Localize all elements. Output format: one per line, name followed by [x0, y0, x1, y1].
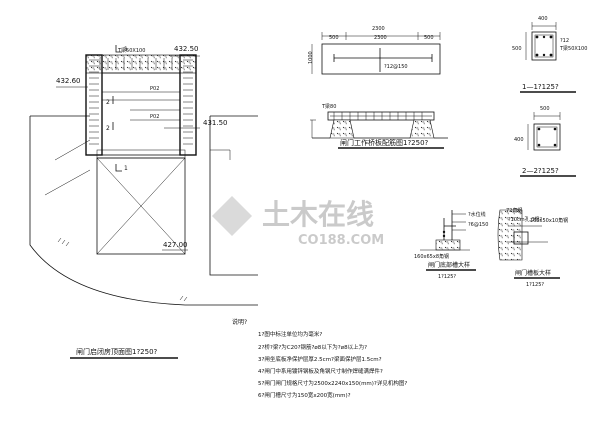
notes-list: 1?图中标注单位均为毫米? 2?桥?梁?为C20?钢筋?ø8以下为?ø8以上为?…	[258, 330, 407, 399]
beam-height-dim: 1000	[308, 51, 314, 64]
beam-sub-label: T梁80	[321, 103, 336, 110]
watermark-logo	[212, 196, 252, 236]
side-detail-title: 闸门槽板大样	[515, 269, 551, 277]
side-label-angle160: 160x50x10角钢	[530, 217, 568, 224]
slot-label-angle: 160x65x8角钢	[414, 253, 449, 260]
section-2-2	[527, 112, 561, 151]
beam-detail-title: 闸门工作桥板配筋图1?250?	[340, 138, 429, 147]
plan-beam-label: T梁50X100	[117, 47, 145, 54]
notes-heading: 说明?	[232, 318, 247, 326]
section-mark-1-top: 1	[124, 46, 128, 53]
elev-right: 431.50	[203, 119, 228, 127]
plan-view	[29, 45, 258, 306]
s1-dim-height: 500	[512, 46, 522, 52]
slot-label-water: ?水位线	[468, 211, 486, 218]
s2-dim-height: 400	[514, 137, 524, 143]
watermark: 土木在线 CO188.COM	[212, 196, 384, 248]
beam-dim-mid: 2300	[374, 35, 387, 41]
beam-dim-left: 500	[329, 35, 339, 41]
note-item: 1?图中标注单位均为毫米?	[258, 330, 322, 338]
elev-bottom: 427.00	[163, 241, 188, 249]
note-item: 5?闸门闸门规格尺寸为2500x2240x150(mm)?详见机构图?	[258, 379, 407, 387]
side-plate-detail	[497, 207, 548, 261]
plan-title: 闸门启闭房顶面图1?250?	[76, 347, 158, 356]
note-item: 3?闸坐底板净保护层厚2.5cm?梁面保护层1.5cm?	[258, 355, 382, 363]
slot-detail	[420, 210, 470, 251]
note-item: 4?闸门中系用镀锌钢板及角钢尺寸制作焊缝满焊件?	[258, 367, 383, 375]
watermark-brand: 土木在线	[262, 198, 374, 231]
slot-detail-title: 闸门底部槽大样	[428, 261, 470, 269]
section-mark-2-top: 2	[106, 99, 110, 106]
s1-beam-label: T梁50X100	[559, 45, 587, 52]
section-2-title: 2—2?125?	[522, 167, 559, 175]
section-mark-2-bottom: 2	[106, 125, 110, 132]
plan-p02-upper: P02	[150, 86, 159, 92]
s1-dim-bar: ?12	[560, 38, 569, 44]
side-label-angle72: 72角钢	[506, 207, 522, 214]
rebar-ties	[89, 58, 193, 145]
side-label-holes: ?10cm孔,3根?	[508, 216, 542, 223]
slot-detail-scale: 1?125?	[438, 274, 456, 280]
section-mark-1-bottom: 1	[124, 165, 128, 172]
beam-dim-total: 2300	[372, 26, 385, 32]
s1-dim-width: 400	[538, 16, 548, 22]
beam-dim-right: 500	[424, 35, 434, 41]
elev-top-right: 432.50	[174, 45, 199, 53]
beam-detail	[310, 32, 448, 139]
section-1-1	[525, 22, 557, 61]
beam-rebar-label: ?12@150	[384, 64, 408, 70]
note-item: 2?桥?梁?为C20?钢筋?ø8以下为?ø8以上为?	[258, 343, 367, 351]
elev-left: 432.60	[56, 77, 81, 85]
slot-label-rebar: ?6@150	[468, 222, 488, 228]
s2-dim-width: 500	[540, 106, 550, 112]
note-item: 6?闸门槽尺寸为150宽x200宽(mm)?	[258, 391, 351, 399]
side-detail-scale: 1?125?	[526, 282, 544, 288]
section-1-title: 1—1?125?	[522, 83, 559, 91]
plan-p02-lower: P02	[150, 114, 159, 120]
watermark-url: CO188.COM	[298, 233, 384, 248]
